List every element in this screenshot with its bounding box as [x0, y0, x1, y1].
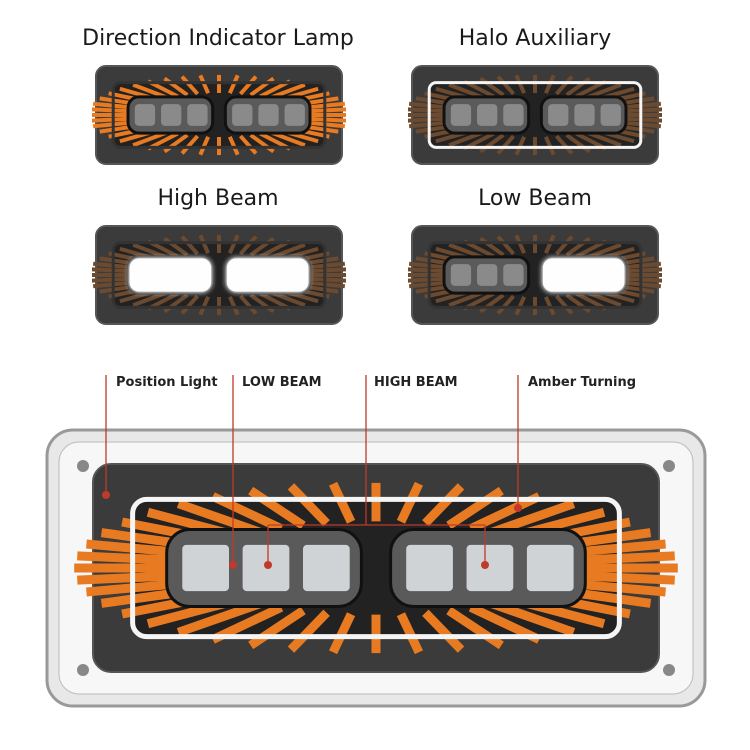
mode-title-high: High Beam: [157, 186, 279, 211]
callout-position-light: Position Light: [116, 375, 218, 390]
lamp-low-beam: [408, 225, 662, 325]
mode-title-direction: Direction Indicator Lamp: [82, 26, 354, 51]
mode-title-low: Low Beam: [478, 186, 592, 211]
mode-title-halo: Halo Auxiliary: [458, 26, 612, 51]
lamp-high-beam: [92, 225, 346, 325]
callout-amber-turning: Amber Turning: [528, 375, 637, 390]
callout-high-beam: HIGH BEAM: [374, 375, 458, 390]
lamp-halo-auxiliary: [408, 65, 662, 165]
lamp-detail: [45, 428, 707, 708]
callout-low-beam: LOW BEAM: [242, 375, 322, 390]
lamp-direction-indicator: [92, 65, 346, 165]
